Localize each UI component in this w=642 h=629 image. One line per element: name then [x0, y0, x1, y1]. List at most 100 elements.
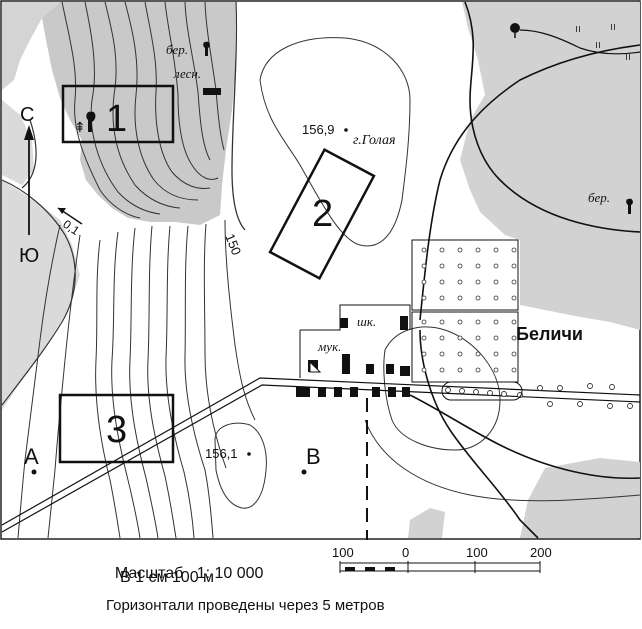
meadow-area-top-left [2, 2, 60, 90]
orchard-dot [421, 351, 427, 357]
scale-label: Масштаб 1: 10 000 [106, 547, 264, 583]
tree-symbol-icon [510, 23, 520, 33]
orchard-dot [493, 247, 499, 253]
scale-tick-label: 200 [530, 545, 552, 560]
orchard-dot [457, 247, 463, 253]
orchard-dot [457, 367, 463, 373]
area-3-rect [58, 393, 175, 464]
orchard-dot [475, 247, 481, 253]
orchard-dot [421, 367, 427, 373]
orchard-dot [457, 351, 463, 357]
forest-type-label: лесн. [173, 66, 201, 81]
svg-text:ıı: ıı [610, 21, 616, 33]
orchard-dot [493, 295, 499, 301]
orchard-dot [439, 351, 445, 357]
deciduous-tree-icon [203, 41, 210, 56]
scale-value: 1: 10 000 [196, 565, 264, 582]
orchard-dot [511, 263, 517, 269]
svg-text:ıı: ıı [595, 39, 601, 51]
orchard-dot [475, 335, 481, 341]
svg-text:ıı: ıı [575, 23, 581, 35]
birch-label-right: бер. [588, 190, 610, 205]
orchard-dot [493, 335, 499, 341]
spot-height-top-dot [344, 128, 348, 132]
mill-label: мук. [317, 339, 341, 354]
roads [409, 1, 641, 539]
contour-lines [1, 1, 641, 539]
orchard-dot [475, 295, 481, 301]
orchard-dot [511, 319, 517, 325]
scale-label-text: Масштаб [114, 565, 184, 582]
orchard-dot [457, 263, 463, 269]
building-icon [203, 88, 221, 95]
deciduous-tree-icon [86, 111, 96, 132]
point-a-dot [31, 469, 37, 475]
village-name: Беличи [516, 324, 583, 344]
orchard-dot [511, 247, 517, 253]
orchard-dot [457, 295, 463, 301]
map-canvas: 0,1 С Ю 150 1 ⇞ 2 3 А В 156,9 г.Голая 15… [0, 0, 641, 540]
orchard-dot [511, 295, 517, 301]
hill-name-label: г.Голая [353, 133, 395, 148]
scale-tick-label: 100 [466, 545, 488, 560]
orchard-dot [439, 247, 445, 253]
spot-height-bottom-dot [247, 452, 251, 456]
orchard-dot [457, 335, 463, 341]
orchard-dot [421, 279, 427, 285]
conifer-icon: ⇞ [74, 119, 86, 135]
orchard-dot [439, 295, 445, 301]
roadside-trees [445, 383, 633, 409]
school-label: шк. [357, 314, 376, 329]
orchard-dot [457, 279, 463, 285]
orchard-dot [493, 367, 499, 373]
svg-text:ıı: ıı [625, 51, 631, 63]
area-3-label: 3 [106, 409, 127, 451]
orchard-dot [421, 335, 427, 341]
area-2-label: 2 [312, 193, 333, 235]
orchard-dot [511, 367, 517, 373]
point-b-dot [301, 469, 307, 475]
birch-label-top: бер. [166, 42, 188, 57]
scale-note: В 1 см 100 м [120, 569, 215, 586]
orchard-top [411, 239, 519, 311]
orchard-dot [439, 319, 445, 325]
orchard-dot [439, 335, 445, 341]
orchard-dot [475, 367, 481, 373]
compass-arrow: С Ю [19, 104, 39, 267]
scale-bar: 100 0 100 200 [332, 545, 552, 573]
scale-tick-label: 0 [402, 545, 409, 560]
meadow-area-bottom-center [408, 508, 445, 538]
orchard-dot [439, 263, 445, 269]
orchard-dot [493, 351, 499, 357]
main-road [1, 377, 641, 533]
orchard-dot [457, 319, 463, 325]
orchard-dot [475, 279, 481, 285]
contour-note: Горизонтали проведены через 5 метров [106, 597, 385, 614]
deciduous-tree-icon [626, 198, 633, 214]
orchard-dot [493, 263, 499, 269]
orchard-dot [511, 335, 517, 341]
point-b-label: В [306, 444, 321, 469]
point-a-label: А [24, 444, 39, 469]
orchard-dot [511, 351, 517, 357]
spot-height-top: 156,9 [302, 122, 335, 137]
area-1-rect [61, 84, 175, 144]
area-2-rect [268, 147, 376, 281]
orchard-dot [493, 279, 499, 285]
orchard-dot [421, 295, 427, 301]
orchard-dot [475, 263, 481, 269]
area-1-label: 1 [106, 98, 127, 140]
orchard-dot [421, 319, 427, 325]
orchard-dot [421, 263, 427, 269]
orchard-dot [439, 367, 445, 373]
topographic-map: 0,1 С Ю 150 1 ⇞ 2 3 А В 156,9 г.Голая 15… [0, 0, 641, 540]
orchard-dot [421, 247, 427, 253]
orchard-dot [493, 319, 499, 325]
meadow-area-right [460, 2, 640, 330]
orchard-dot [439, 279, 445, 285]
orchard-dots [421, 247, 517, 373]
orchard-dot [475, 319, 481, 325]
orchard-dot [475, 351, 481, 357]
compass-south-label: Ю [19, 245, 39, 267]
